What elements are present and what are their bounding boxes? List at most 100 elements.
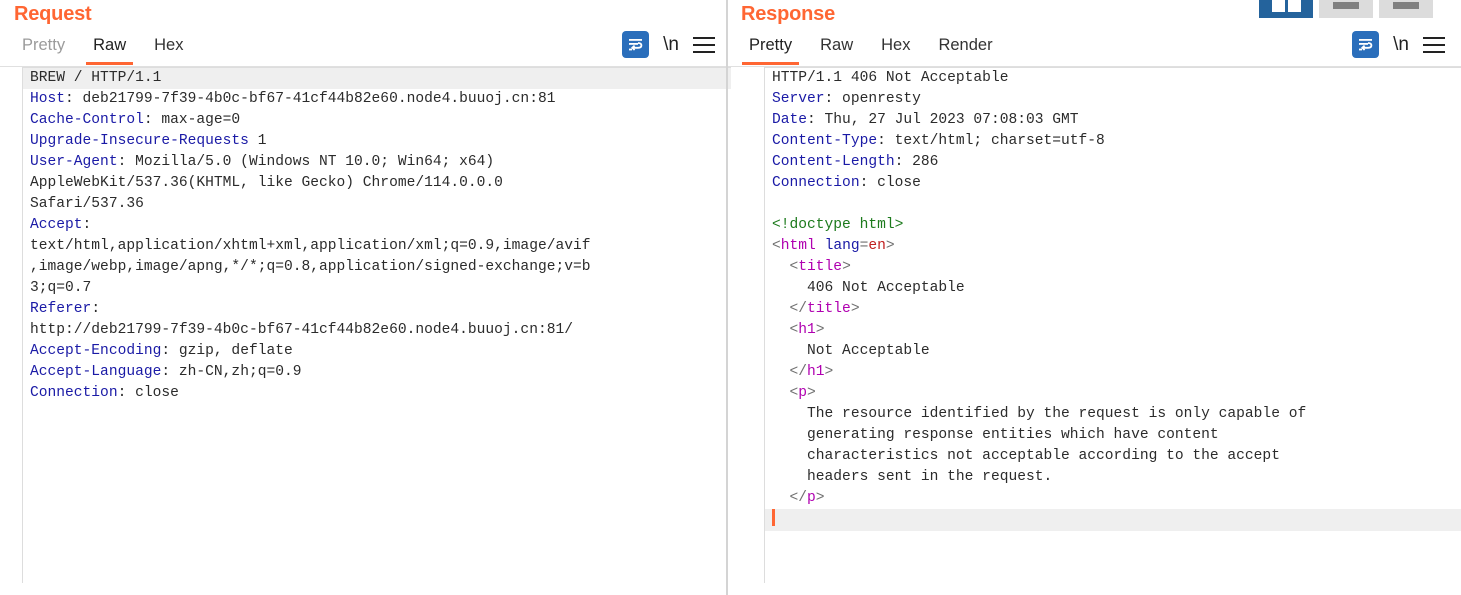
code-token: : Thu, 27 Jul 2023 07:08:03 GMT	[807, 112, 1079, 128]
code-line-content: Accept-Encoding: gzip, deflate	[23, 341, 731, 362]
code-token: lang	[824, 238, 860, 254]
code-line: 8<!doctype html>	[765, 215, 1461, 236]
code-line-content: Content-Length: 286	[765, 152, 1461, 173]
code-token: headers sent in the request.	[807, 469, 1053, 485]
code-wrapped-line: </title>	[772, 299, 1461, 320]
code-token: title	[807, 301, 851, 317]
tab-response-hex[interactable]: Hex	[881, 36, 911, 54]
code-token: : openresty	[824, 91, 921, 107]
single-pane-layout-button[interactable]	[1379, 0, 1433, 18]
code-token: >	[815, 490, 825, 506]
tab-request-raw[interactable]: Raw	[79, 28, 140, 65]
code-token: 1	[248, 133, 267, 149]
request-pane: Request Pretty Raw Hex	[0, 3, 731, 583]
code-token: >	[885, 238, 895, 254]
code-line-content: <html lang=en>	[765, 236, 1461, 257]
code-line: 7Referer:http://deb21799-7f39-4b0c-bf67-…	[23, 299, 731, 341]
code-token: Server	[772, 91, 825, 107]
code-line-content: HTTP/1.1 406 Not Acceptable	[765, 68, 1461, 89]
code-line: 5Content-Length: 286	[765, 152, 1461, 173]
tab-request-hex[interactable]: Hex	[154, 36, 184, 54]
code-token: <	[789, 322, 799, 338]
code-token: Not Acceptable	[807, 343, 930, 359]
code-line-content: Referer:http://deb21799-7f39-4b0c-bf67-4…	[23, 299, 731, 341]
code-line: 7	[765, 194, 1461, 215]
request-word-wrap-button[interactable]	[622, 31, 650, 58]
code-line-content	[765, 509, 1461, 531]
code-line-content: Server: openresty	[765, 89, 1461, 110]
request-menu-button[interactable]	[693, 36, 715, 53]
request-tabstrip: Pretty Raw Hex	[0, 28, 731, 67]
code-token: >	[850, 301, 860, 317]
code-line-content: < h1 > Not Acceptable </h1>	[765, 320, 1461, 383]
code-token	[816, 238, 825, 254]
request-newline-button[interactable]: \n	[663, 34, 679, 55]
code-token: <	[772, 238, 781, 254]
split-vertical-layout-button[interactable]	[1259, 0, 1313, 18]
response-pane: Response Pretty Raw Hex Render	[731, 0, 1461, 595]
code-token: =	[859, 238, 869, 254]
code-token: h1	[807, 364, 825, 380]
request-tabstrip-underline	[0, 66, 731, 67]
code-line: 8Accept-Encoding: gzip, deflate	[23, 341, 731, 362]
code-line: 11 <h1> Not Acceptable </h1>	[765, 320, 1461, 383]
code-token: Connection	[30, 385, 118, 401]
code-token: HTTP/1.1 406 Not Acceptable	[772, 70, 1009, 86]
code-token: <	[789, 259, 799, 275]
tab-request-pretty[interactable]: Pretty	[22, 36, 66, 54]
code-token: Referer	[30, 301, 92, 317]
code-line: 5User-Agent: Mozilla/5.0 (Windows NT 10.…	[23, 152, 731, 215]
code-token: Accept	[30, 217, 83, 233]
response-toolbar: \n	[1352, 28, 1461, 58]
code-token: html	[780, 238, 816, 254]
code-line: 11	[23, 404, 731, 425]
response-menu-button[interactable]	[1423, 36, 1445, 53]
code-wrapped-line: Safari/537.36	[30, 196, 144, 212]
layout-pane-left	[1271, 0, 1285, 12]
code-line: 4Content-Type: text/html; charset=utf-8	[765, 131, 1461, 152]
response-tabstrip-underline	[731, 66, 1461, 67]
code-line: 4Upgrade-Insecure-Requests 1	[23, 131, 731, 152]
code-token: : deb21799-7f39-4b0c-bf67-41cf44b82e60.n…	[65, 91, 556, 107]
tab-response-render[interactable]: Render	[938, 36, 993, 54]
code-token: generating response entities which have …	[807, 427, 1219, 443]
code-token: :	[82, 217, 92, 233]
response-editor[interactable]: 1HTTP/1.1 406 Not Acceptable2Server: ope…	[764, 67, 1461, 583]
code-token: </	[789, 301, 808, 317]
code-line: 12	[23, 425, 731, 446]
code-wrapped-line: text/html,application/xhtml+xml,applicat…	[30, 238, 591, 254]
word-wrap-icon	[1352, 31, 1380, 58]
code-line: 2Server: openresty	[765, 89, 1461, 110]
response-word-wrap-button[interactable]	[1352, 31, 1380, 58]
code-wrapped-line: 406 Not Acceptable	[772, 278, 1461, 299]
split-horizontal-layout-button[interactable]	[1319, 0, 1373, 18]
pane-divider[interactable]	[726, 0, 728, 595]
tab-response-raw[interactable]: Raw	[820, 36, 854, 54]
code-wrapped-line: generating response entities which have …	[772, 425, 1461, 446]
code-line: 3Cache-Control: max-age=0	[23, 110, 731, 131]
layout-bar	[1393, 1, 1419, 9]
code-line: 10 <title> 406 Not Acceptable </title>	[765, 257, 1461, 320]
layout-pane-right	[1287, 0, 1301, 12]
code-line-content: Content-Type: text/html; charset=utf-8	[765, 131, 1461, 152]
tab-response-pretty[interactable]: Pretty	[735, 28, 806, 65]
code-wrapped-line: AppleWebKit/537.36(KHTML, like Gecko) Ch…	[30, 175, 503, 191]
code-line-content: Date: Thu, 27 Jul 2023 07:08:03 GMT	[765, 110, 1461, 131]
word-wrap-icon	[622, 31, 650, 58]
response-newline-button[interactable]: \n	[1393, 34, 1409, 55]
code-token: p	[798, 385, 808, 401]
code-line: 13	[765, 509, 1461, 531]
code-token: Connection	[772, 175, 860, 191]
code-token: p	[807, 490, 816, 506]
code-line: 6Accept:text/html,application/xhtml+xml,…	[23, 215, 731, 299]
request-editor[interactable]: 1BREW / HTTP/1.12Host: deb21799-7f39-4b0…	[22, 67, 731, 583]
code-token: characteristics not acceptable according…	[807, 448, 1280, 464]
code-token: User-Agent	[30, 154, 118, 170]
code-line: 1BREW / HTTP/1.1	[23, 68, 731, 89]
code-wrapped-line: </h1>	[772, 362, 1461, 383]
code-token: >	[815, 322, 825, 338]
code-token: : text/html; charset=utf-8	[877, 133, 1105, 149]
code-token: : max-age=0	[143, 112, 241, 128]
